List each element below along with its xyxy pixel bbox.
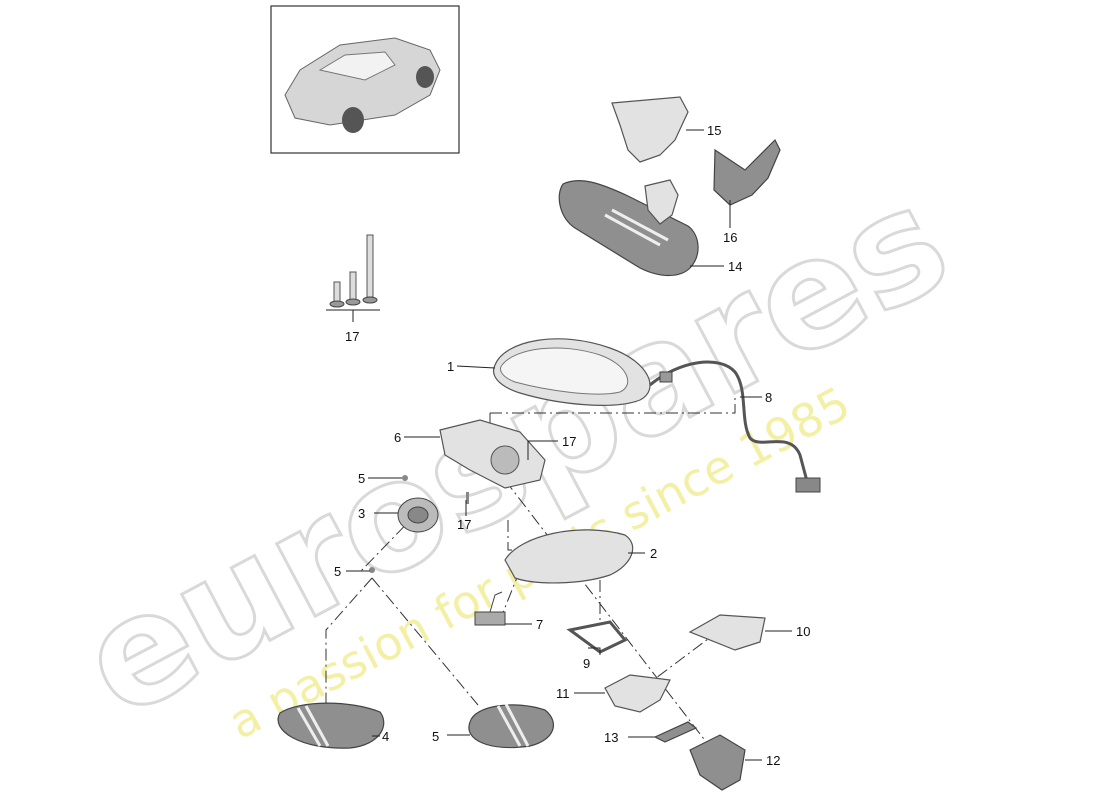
part-6-mirror-adjuster[interactable]: [439, 419, 546, 489]
callout-13: 13: [604, 730, 618, 745]
callout-15: 15: [707, 123, 721, 138]
callout-3: 3: [358, 506, 365, 521]
car-icon: [284, 37, 441, 133]
callout-6: 6: [394, 430, 401, 445]
part-5-mirror-glass[interactable]: [468, 703, 555, 749]
callout-11: 11: [556, 686, 570, 701]
callout-10: 10: [796, 624, 810, 639]
part-13-strip[interactable]: [653, 721, 698, 743]
part-17-bolts[interactable]: [326, 234, 380, 322]
callout-5-screw-lower: 5: [334, 564, 341, 579]
callout-8: 8: [765, 390, 772, 405]
callout-5-screw: 5: [358, 471, 365, 486]
assembly-lines: [325, 395, 736, 761]
part-11-housing[interactable]: [604, 674, 671, 713]
callout-5-glass: 5: [432, 729, 439, 744]
part-5-screws: [369, 475, 469, 573]
callout-2: 2: [650, 546, 657, 561]
callout-17-bolts: 17: [345, 329, 359, 344]
part-3-motor[interactable]: [397, 497, 439, 533]
callout-17-upper: 17: [562, 434, 576, 449]
part-8-wiring-harness[interactable]: [649, 360, 821, 493]
callout-14: 14: [728, 259, 742, 274]
callout-16: 16: [723, 230, 737, 245]
callout-12: 12: [766, 753, 780, 768]
part-2-lower-cover[interactable]: [504, 529, 634, 584]
callout-7: 7: [536, 617, 543, 632]
part-9-gasket[interactable]: [566, 620, 628, 654]
callout-9: 9: [583, 656, 590, 671]
part-15-cover[interactable]: [611, 96, 689, 163]
part-7-lamp[interactable]: [474, 591, 506, 626]
vehicle-thumbnail[interactable]: [270, 5, 460, 154]
callout-4: 4: [382, 729, 389, 744]
part-10-cover[interactable]: [688, 614, 766, 651]
part-16-trim[interactable]: [713, 138, 781, 206]
part-4-mirror-glass[interactable]: [277, 702, 385, 749]
part-14-interior-mirror[interactable]: [558, 179, 699, 277]
callout-1: 1: [447, 359, 454, 374]
callout-labels: 1 2 3 4 5 5 5 6 7 8 9 10 11 12 13 14 15 …: [334, 123, 810, 768]
part-12-base[interactable]: [689, 734, 746, 791]
part-1-mirror-housing[interactable]: [493, 338, 651, 406]
callout-17-lower: 17: [457, 517, 471, 532]
leader-lines: [346, 129, 792, 761]
